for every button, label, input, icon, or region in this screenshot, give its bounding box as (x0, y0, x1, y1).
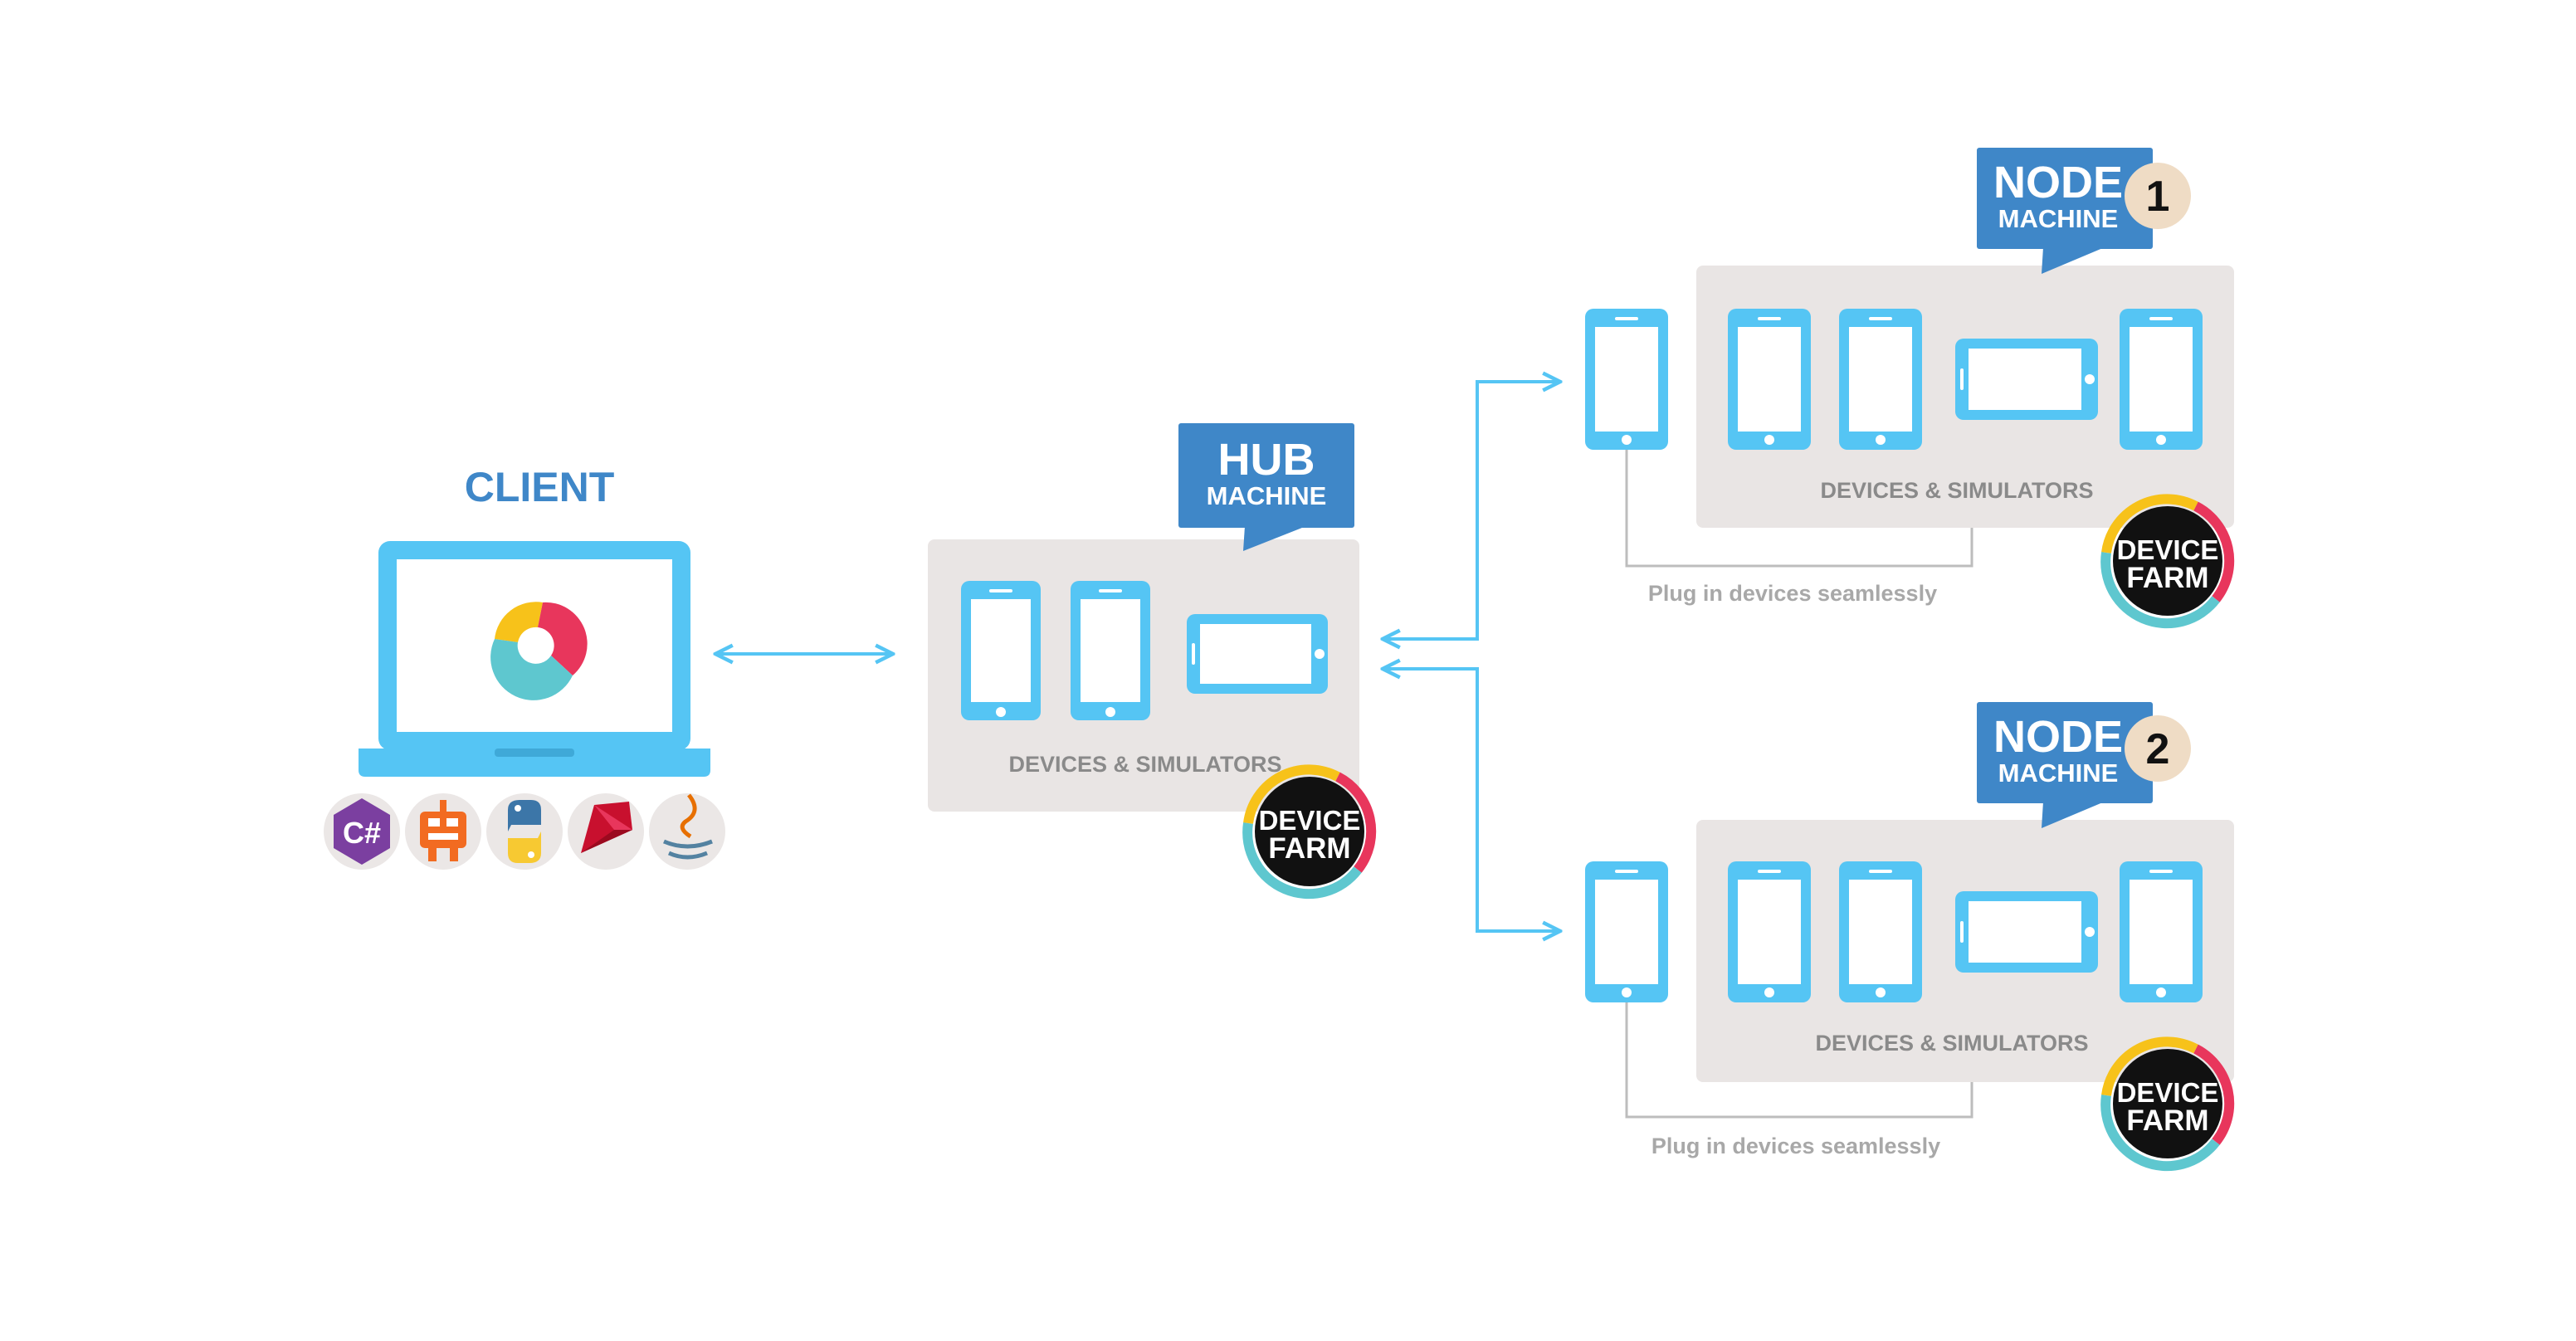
phone-icon (1071, 581, 1150, 720)
phone-icon (2120, 861, 2203, 1002)
phone-icon (2120, 309, 2203, 450)
node-callout: NODE MACHINE 2 (1977, 702, 2191, 828)
svg-text:DEVICE: DEVICE (2117, 1077, 2219, 1108)
plug-line (1625, 1002, 1973, 1119)
node-number: 2 (2146, 725, 2170, 773)
hub-callout: HUB MACHINE (1178, 423, 1354, 551)
phone-icon (1839, 861, 1922, 1002)
node-subtitle: MACHINE (1998, 204, 2119, 233)
tablet-icon (1955, 339, 2098, 420)
svg-text:C#: C# (343, 816, 381, 850)
phone-icon (1728, 861, 1811, 1002)
plug-text: Plug in devices seamlessly (1648, 581, 1937, 606)
node-panel-label: DEVICES & SIMULATORS (1820, 478, 2093, 503)
ruby-icon (568, 793, 644, 870)
node-callout: NODE MACHINE 1 (1977, 148, 2191, 274)
client-title: CLIENT (465, 464, 615, 510)
node-subtitle: MACHINE (1998, 758, 2119, 788)
phone-icon (1585, 861, 1668, 1002)
svg-text:DEVICE: DEVICE (2117, 534, 2219, 565)
phone-icon (961, 581, 1041, 720)
phone-icon (1728, 309, 1811, 450)
phone-icon (1585, 309, 1668, 450)
svg-text:DEVICE: DEVICE (1259, 805, 1361, 836)
device-farm-badge: DEVICE FARM (2100, 1036, 2235, 1172)
device-farm-badge: DEVICE FARM (2100, 494, 2235, 629)
tablet-icon (1955, 891, 2098, 973)
node-1-section: NODE MACHINE 1 (1585, 148, 2235, 629)
csharp-icon: C# (324, 793, 400, 870)
plug-line (1625, 450, 1973, 568)
node-number-badge (2125, 163, 2191, 229)
tablet-icon (1187, 614, 1328, 694)
hub-section: HUB MACHINE DEVICES & SIMULATORS (928, 423, 1377, 900)
node-2-section: NODE MACHINE 2 (1585, 702, 2235, 1172)
client-section: CLIENT C# (324, 464, 725, 870)
java-icon (649, 793, 725, 870)
node-number-badge (2125, 715, 2191, 782)
hub-node2-arrow (1383, 669, 1560, 931)
python-icon (486, 793, 563, 870)
node-panel-label: DEVICES & SIMULATORS (1815, 1031, 2088, 1056)
appium-logo-icon (490, 602, 588, 700)
hub-subtitle: MACHINE (1207, 481, 1327, 510)
svg-text:FARM: FARM (2126, 1104, 2208, 1137)
plug-text: Plug in devices seamlessly (1651, 1134, 1940, 1158)
node-title: NODE (1993, 158, 2123, 207)
svg-text:FARM: FARM (1268, 832, 1350, 865)
node-title: NODE (1993, 712, 2123, 762)
hub-title: HUB (1218, 435, 1315, 485)
hub-panel-label: DEVICES & SIMULATORS (1008, 752, 1281, 777)
hub-node-connectors (1383, 382, 1560, 931)
node-number: 1 (2146, 173, 2170, 221)
hub-node1-arrow (1383, 382, 1560, 639)
robot-icon (405, 793, 481, 870)
svg-text:FARM: FARM (2126, 562, 2208, 594)
phone-icon (1839, 309, 1922, 450)
device-farm-badge: DEVICE FARM (1242, 764, 1377, 900)
